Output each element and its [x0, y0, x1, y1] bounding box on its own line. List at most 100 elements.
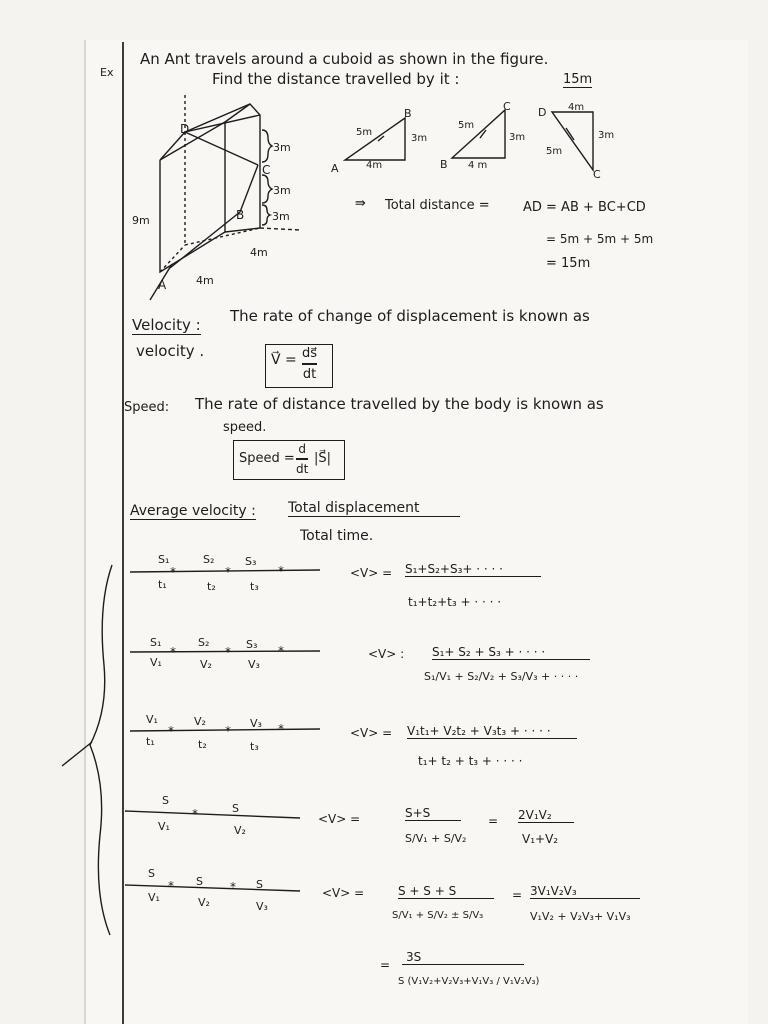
case5-bottom-3: V₃	[256, 900, 268, 913]
velocity-term: Velocity :	[132, 316, 201, 335]
case3-bottom-2: t₂	[198, 738, 207, 751]
case2-lhs: <V> :	[368, 647, 405, 661]
case4-bottom-2: V₂	[234, 824, 246, 837]
case2-top-3: S₃	[246, 638, 258, 651]
margin-line	[122, 42, 124, 1024]
tri3-label-d: D	[538, 106, 547, 119]
tri1-base: 4m	[366, 160, 383, 171]
case1-lhs: <V> =	[350, 566, 393, 580]
case3-num: V₁t₁+ V₂t₂ + V₃t₃ + · · · ·	[407, 724, 577, 739]
fig-label-b: B	[236, 208, 245, 222]
tri1-label-b: B	[404, 107, 412, 120]
case5-rden: V₁V₂ + V₂V₃+ V₁V₃	[530, 910, 631, 923]
case5-bottom-1: V₁	[148, 891, 160, 904]
svg-text:*: *	[278, 564, 284, 578]
fraction-bar	[302, 363, 318, 365]
example-label: Ex	[100, 66, 114, 79]
case3-lhs: <V> =	[350, 726, 393, 740]
case2-top-1: S₁	[150, 636, 162, 649]
problem-line-1: An Ant travels around a cuboid as shown …	[140, 50, 549, 68]
fraction-bar	[296, 458, 309, 460]
tri3-base: 4m	[568, 102, 585, 113]
svg-text:*: *	[225, 724, 231, 738]
problem-answer: 15m	[563, 72, 593, 88]
case3-bottom-1: t₁	[146, 735, 155, 748]
tri1-hyp: 5m	[356, 127, 373, 138]
speed-num: d	[298, 442, 306, 456]
velocity-def-2: velocity .	[136, 342, 205, 360]
velocity-formula-box	[265, 344, 333, 388]
svg-text:*: *	[192, 807, 198, 821]
total-eq2: = 5m + 5m + 5m	[546, 232, 654, 246]
tri2-vert: 3m	[509, 132, 526, 143]
notebook-page	[86, 40, 748, 1024]
avg-velocity-num: Total displacement	[288, 500, 460, 517]
tri2-label-b: B	[440, 158, 448, 171]
svg-text:*: *	[278, 722, 284, 736]
avg-velocity-den: Total time.	[300, 528, 374, 544]
case4-top-2: S	[232, 802, 239, 815]
case4-bottom-1: V₁	[158, 820, 170, 833]
fig-dim-h3: 3m	[272, 210, 290, 223]
case2-num: S₁+ S₂ + S₃ + · · · ·	[432, 645, 590, 660]
svg-text:*: *	[170, 645, 176, 659]
case5-rnum: 3V₁V₂V₃	[530, 884, 640, 899]
case4-lhs: <V> =	[318, 812, 361, 826]
tri3-label-c: C	[593, 168, 601, 181]
case3-bottom-3: t₃	[250, 740, 259, 753]
velocity-num: ds⃗	[302, 346, 318, 361]
case5-den: S/V₁ + S/V₂ ± S/V₃	[392, 910, 484, 921]
velocity-fraction: ds⃗ dt	[302, 346, 318, 382]
case1-bottom-1: t₁	[158, 578, 167, 591]
case3-top-3: V₃	[250, 717, 262, 730]
fig-label-a: A	[158, 278, 167, 292]
final-den: S (V₁V₂+V₂V₃+V₁V₃ / V₁V₂V₃)	[398, 976, 540, 987]
final-eq: =	[380, 958, 391, 972]
svg-text:*: *	[225, 565, 231, 579]
speed-den: dt	[296, 461, 309, 476]
case4-rnum: 2V₁V₂	[518, 808, 574, 823]
tri3-hyp: 5m	[546, 146, 563, 157]
case5-top-3: S	[256, 878, 263, 891]
case5-bottom-2: V₂	[198, 896, 210, 909]
case2-den: S₁/V₁ + S₂/V₂ + S₃/V₃ + · · · ·	[424, 670, 579, 683]
svg-text:*: *	[225, 645, 231, 659]
svg-text:*: *	[168, 879, 174, 893]
velocity-lhs: V⃗ =	[271, 352, 297, 368]
case4-num: S+S	[405, 806, 461, 821]
speed-lhs: Speed =	[239, 451, 295, 466]
case4-rden: V₁+V₂	[522, 832, 559, 846]
case1-num: S₁+S₂+S₃+ · · · ·	[405, 562, 541, 577]
tri2-hyp: 5m	[458, 120, 475, 131]
case1-den: t₁+t₂+t₃ + · · · ·	[408, 595, 502, 609]
case1-top-3: S₃	[245, 555, 257, 568]
tri2-base: 4 m	[468, 160, 488, 171]
case1-top-1: S₁	[158, 553, 170, 566]
speed-def-1: The rate of distance travelled by the bo…	[195, 395, 604, 413]
velocity-den: dt	[302, 366, 317, 382]
velocity-def-1: The rate of change of displacement is kn…	[230, 307, 590, 325]
case5-top-2: S	[196, 875, 203, 888]
case4-top-1: S	[162, 794, 169, 807]
tri2-label-c: C	[503, 100, 511, 113]
total-label: Total distance =	[385, 198, 490, 213]
tri3-vert: 3m	[598, 130, 615, 141]
svg-text:*: *	[278, 644, 284, 658]
fig-label-d: D	[180, 122, 190, 136]
case4-den: S/V₁ + S/V₂	[405, 832, 467, 845]
fig-dim-h1: 3m	[273, 141, 291, 154]
case5-eq: =	[512, 888, 523, 902]
fig-dim-h2: 3m	[273, 184, 291, 197]
final-num: 3S	[402, 950, 524, 965]
avg-velocity-term: Average velocity :	[130, 503, 256, 520]
case3-top-1: V₁	[146, 713, 158, 726]
case5-top-1: S	[148, 867, 155, 880]
case2-bottom-2: V₂	[200, 658, 212, 671]
speed-def-2: speed.	[223, 420, 267, 435]
svg-text:*: *	[170, 565, 176, 579]
case5-lhs: <V> =	[322, 886, 365, 900]
fig-dim-width: 4m	[196, 274, 214, 287]
